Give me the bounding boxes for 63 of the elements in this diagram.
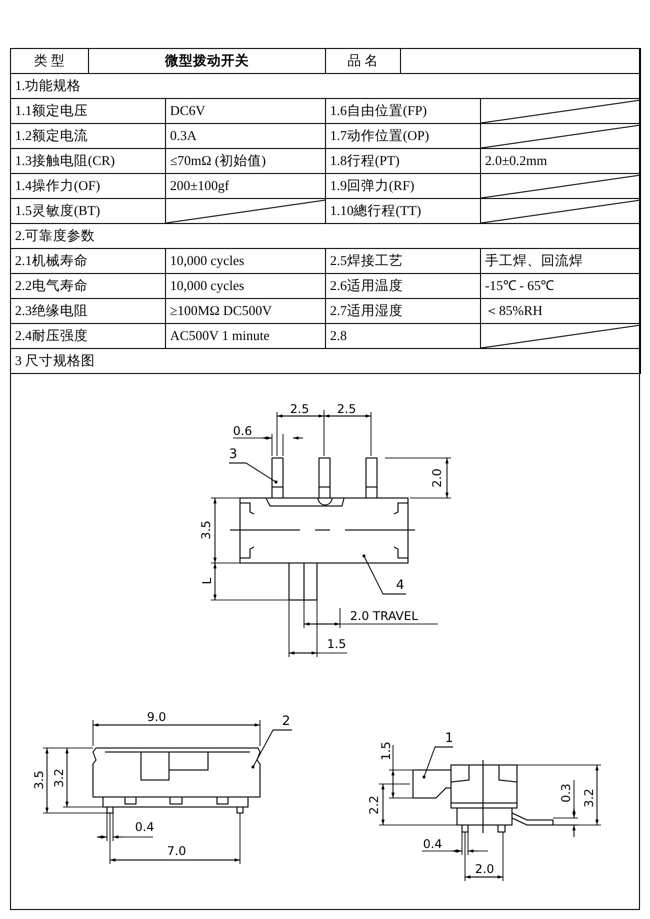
spec-value: 2.0±0.2mm [484, 154, 548, 168]
callout-number: 4 [396, 579, 404, 593]
spec-value: 微型拨动开关 [164, 54, 250, 68]
spec-label: 3 尺寸规格图 [14, 354, 96, 368]
spec-label: 1.5灵敏度(BT) [14, 204, 102, 218]
spec-label: 1.功能规格 [14, 79, 82, 93]
spec-label: 类 型 [32, 54, 66, 68]
dimension-text: 2.2 [368, 795, 380, 815]
leader-line [252, 730, 292, 768]
dimension-text: 0.3 [560, 783, 572, 803]
dimension-text: 2.0 TRAVEL [350, 610, 418, 622]
spec-value: 0.3A [169, 129, 198, 143]
callout-number: 1 [445, 732, 454, 746]
spec-value: 2.5焊接工艺 [329, 254, 404, 268]
spec-value: -15℃ - 65℃ [484, 279, 555, 293]
spec-value: 1.7动作位置(OP) [329, 129, 430, 143]
spec-value: 手工焊、回流焊 [484, 254, 584, 268]
dimension-text: 3.5 [33, 770, 45, 790]
spec-value: 200±100gf [169, 179, 230, 193]
spec-label: 2.1机械寿命 [14, 254, 89, 268]
spec-label: 1.3接触电阻(CR) [14, 154, 116, 168]
dimension-text: 1.5 [380, 741, 392, 761]
dimension-text: 7.0 [167, 845, 186, 857]
spec-value: 10,000 cycles [169, 254, 246, 268]
spec-label: 1.1额定电压 [14, 104, 89, 118]
spec-value: 1.6自由位置(FP) [329, 104, 428, 118]
callout-number: 2 [282, 715, 290, 729]
dimension-text: 2.0 [475, 863, 494, 875]
spec-label: 1.2额定电流 [14, 129, 89, 143]
spec-label: 2.2电气寿命 [14, 279, 89, 293]
leader-line [362, 554, 406, 594]
spec-label: 2.4耐压强度 [14, 329, 89, 343]
dimension-text: 0.6 [233, 425, 252, 437]
spec-value: 1.9回弹力(RF) [329, 179, 416, 193]
spec-value: 品 名 [346, 54, 380, 68]
spec-value: ≤70mΩ (初始值) [169, 154, 267, 168]
dimension-text: 1.5 [327, 638, 346, 650]
dimension-text: 3.2 [53, 768, 65, 788]
spec-value: AC500V 1 minute [169, 329, 271, 343]
spec-value: 2.6适用温度 [329, 279, 404, 293]
spec-label: 2.可靠度参数 [14, 229, 96, 243]
spec-value: 2.7适用湿度 [329, 304, 404, 318]
dimension-text: L [201, 578, 213, 584]
spec-value: DC6V [169, 104, 206, 118]
spec-label: 1.4操作力(OF) [14, 179, 102, 193]
spec-value: ≥100MΩ DC500V [169, 304, 273, 318]
spec-value: 1.8行程(PT) [329, 154, 401, 168]
spec-value: 2.8 [329, 329, 348, 343]
dimension-text: 2.5 [290, 403, 310, 415]
dimension-text: 2.0 [431, 468, 443, 488]
dimension-text: 2.5 [337, 403, 356, 415]
leader-line [422, 746, 454, 778]
leader-line [228, 462, 278, 484]
dimension-text: 0.4 [135, 821, 154, 833]
spec-value: ＜85%RH [484, 304, 544, 318]
dimension-text: 0.4 [423, 838, 442, 850]
spec-label: 2.3绝缘电阻 [14, 304, 89, 318]
spec-value: 1.10總行程(TT) [329, 204, 422, 218]
dimension-text: 3.5 [200, 520, 212, 540]
dimension-text: 3.2 [583, 788, 595, 808]
dimension-text: 9.0 [147, 711, 166, 723]
spec-value: 10,000 cycles [169, 279, 246, 293]
callout-number: 3 [229, 448, 238, 462]
